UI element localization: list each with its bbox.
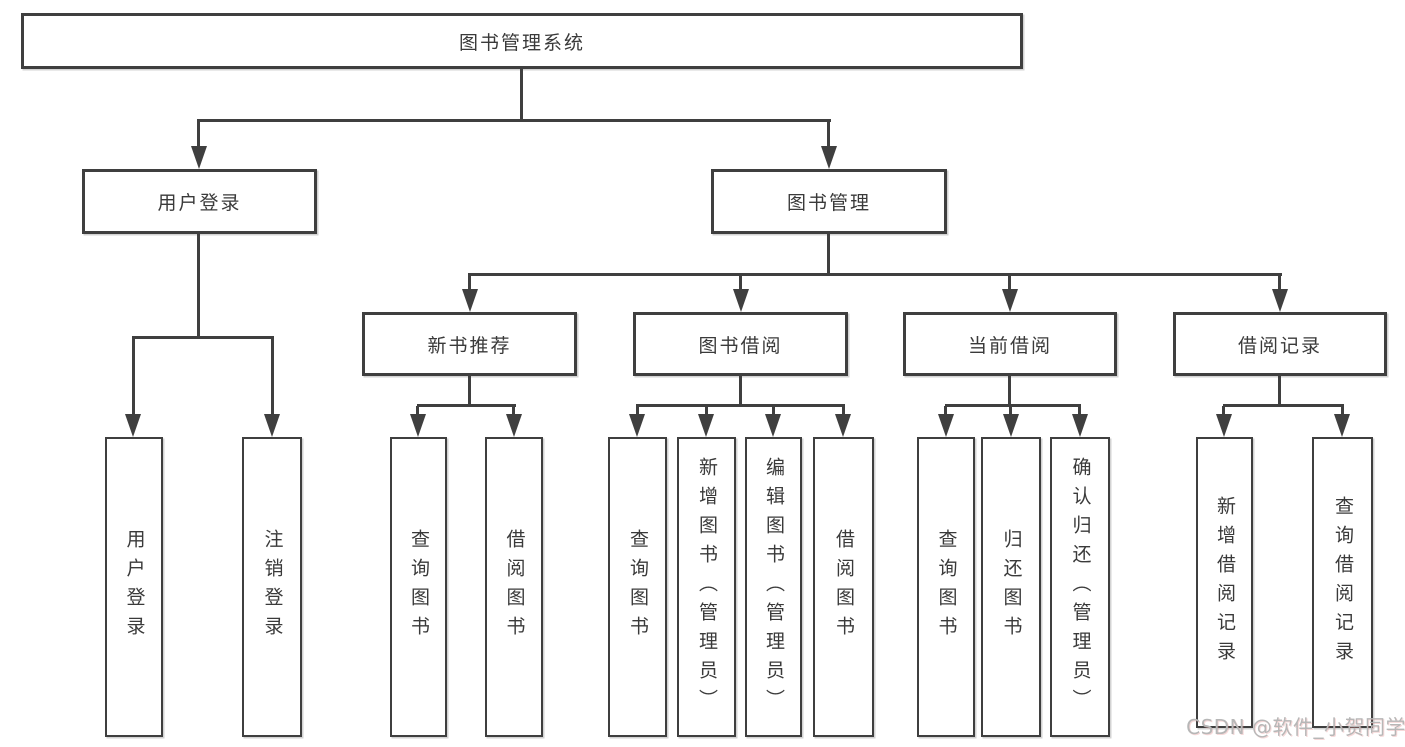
node-new-book-recommendation-label: 新书推荐	[427, 334, 512, 357]
arrow-down-icon	[1334, 414, 1350, 437]
leaf-borrow-books-recommend: 借阅图书	[485, 437, 543, 737]
connector-vline	[1278, 275, 1281, 289]
leaf-confirm-return-admin: 确认归还（管理员）	[1050, 437, 1110, 737]
arrow-down-icon	[1002, 289, 1018, 312]
node-root: 图书管理系统	[21, 13, 1023, 69]
arrow-down-icon	[125, 414, 141, 437]
arrow-down-icon	[1216, 414, 1232, 437]
leaf-query-books-recommend-label: 查询图书	[408, 529, 430, 645]
leaf-logout: 注销登录	[242, 437, 302, 737]
node-book-borrowing-label: 图书借阅	[698, 334, 783, 357]
leaf-borrow-books-borrowing: 借阅图书	[813, 437, 874, 737]
arrow-down-icon	[765, 414, 781, 437]
connector-vline	[827, 120, 830, 147]
connector-hline	[132, 336, 274, 339]
leaf-confirm-return-admin-label: 确认归还（管理员）	[1069, 456, 1092, 718]
connector-vline	[827, 234, 830, 273]
node-book-management-label: 图书管理	[786, 192, 871, 214]
leaf-add-borrow-record: 新增借阅记录	[1196, 437, 1253, 728]
arrow-down-icon	[698, 414, 714, 437]
connector-vline	[705, 406, 708, 414]
connector-vline	[1009, 406, 1012, 414]
node-user-login: 用户登录	[82, 169, 317, 234]
arrow-down-icon	[410, 414, 426, 437]
connector-hline	[197, 119, 831, 122]
leaf-add-books-admin-label: 新增图书（管理员）	[696, 456, 718, 718]
leaf-query-books-current: 查询图书	[917, 437, 975, 737]
node-root-label: 图书管理系统	[458, 31, 585, 54]
connector-vline	[512, 406, 515, 414]
connector-hline	[636, 404, 845, 407]
connector-vline	[132, 338, 135, 414]
connector-vline	[197, 120, 200, 147]
connector-vline	[197, 234, 200, 336]
connector-vline	[520, 69, 523, 119]
arrow-down-icon	[938, 414, 954, 437]
connector-vline	[1008, 275, 1011, 289]
leaf-edit-books-admin-label: 编辑图书（管理员）	[763, 456, 785, 718]
connector-hline	[417, 404, 516, 407]
leaf-edit-books-admin: 编辑图书（管理员）	[745, 437, 802, 737]
arrow-down-icon	[506, 414, 522, 437]
node-current-borrowing-label: 当前借阅	[967, 334, 1052, 357]
node-book-borrowing: 图书借阅	[633, 312, 848, 376]
connector-vline	[1222, 406, 1225, 414]
node-borrowing-records-label: 借阅记录	[1237, 334, 1322, 357]
connector-hline	[945, 404, 1081, 407]
arrow-down-icon	[835, 414, 851, 437]
leaf-user-login-label: 用户登录	[123, 529, 146, 645]
leaf-query-borrow-record: 查询借阅记录	[1312, 437, 1373, 728]
arrow-down-icon	[1072, 414, 1088, 437]
leaf-query-books-current-label: 查询图书	[935, 529, 958, 645]
leaf-add-books-admin: 新增图书（管理员）	[677, 437, 736, 737]
arrow-down-icon	[462, 289, 478, 312]
connector-vline	[468, 275, 471, 289]
leaf-user-login: 用户登录	[105, 437, 163, 737]
arrow-down-icon	[629, 414, 645, 437]
arrow-down-icon	[1272, 289, 1288, 312]
node-new-book-recommendation: 新书推荐	[362, 312, 577, 376]
leaf-logout-label: 注销登录	[261, 529, 284, 645]
arrow-down-icon	[264, 414, 280, 437]
connector-vline	[1278, 376, 1281, 404]
connector-vline	[1008, 376, 1011, 404]
arrow-down-icon	[191, 146, 207, 169]
csdn-watermark: CSDN @软件_小贺同学	[1186, 715, 1405, 739]
connector-vline	[1341, 406, 1344, 414]
arrow-down-icon	[1003, 414, 1019, 437]
node-current-borrowing: 当前借阅	[903, 312, 1117, 376]
connector-vline	[1078, 406, 1081, 414]
connector-vline	[739, 376, 742, 404]
connector-vline	[468, 376, 471, 404]
leaf-query-books-recommend: 查询图书	[390, 437, 447, 737]
connector-vline	[271, 338, 274, 414]
leaf-add-borrow-record-label: 新增借阅记录	[1214, 495, 1236, 670]
leaf-query-borrow-record-label: 查询借阅记录	[1332, 495, 1354, 670]
connector-vline	[772, 406, 775, 414]
arrow-down-icon	[821, 146, 837, 169]
arrow-down-icon	[733, 289, 749, 312]
leaf-return-books: 归还图书	[981, 437, 1041, 737]
connector-vline	[842, 406, 845, 414]
leaf-query-books-borrowing: 查询图书	[608, 437, 667, 737]
connector-vline	[739, 275, 742, 289]
node-book-management: 图书管理	[711, 169, 947, 234]
leaf-query-books-borrowing-label: 查询图书	[627, 529, 649, 645]
connector-hline	[468, 273, 1282, 276]
node-borrowing-records: 借阅记录	[1173, 312, 1387, 376]
leaf-borrow-books-borrowing-label: 借阅图书	[833, 529, 855, 645]
connector-vline	[416, 406, 419, 414]
node-user-login-label: 用户登录	[157, 192, 242, 214]
leaf-borrow-books-recommend-label: 借阅图书	[503, 529, 526, 645]
connector-vline	[944, 406, 947, 414]
connector-hline	[1223, 404, 1344, 407]
leaf-return-books-label: 归还图书	[1000, 529, 1023, 645]
connector-vline	[636, 406, 639, 414]
